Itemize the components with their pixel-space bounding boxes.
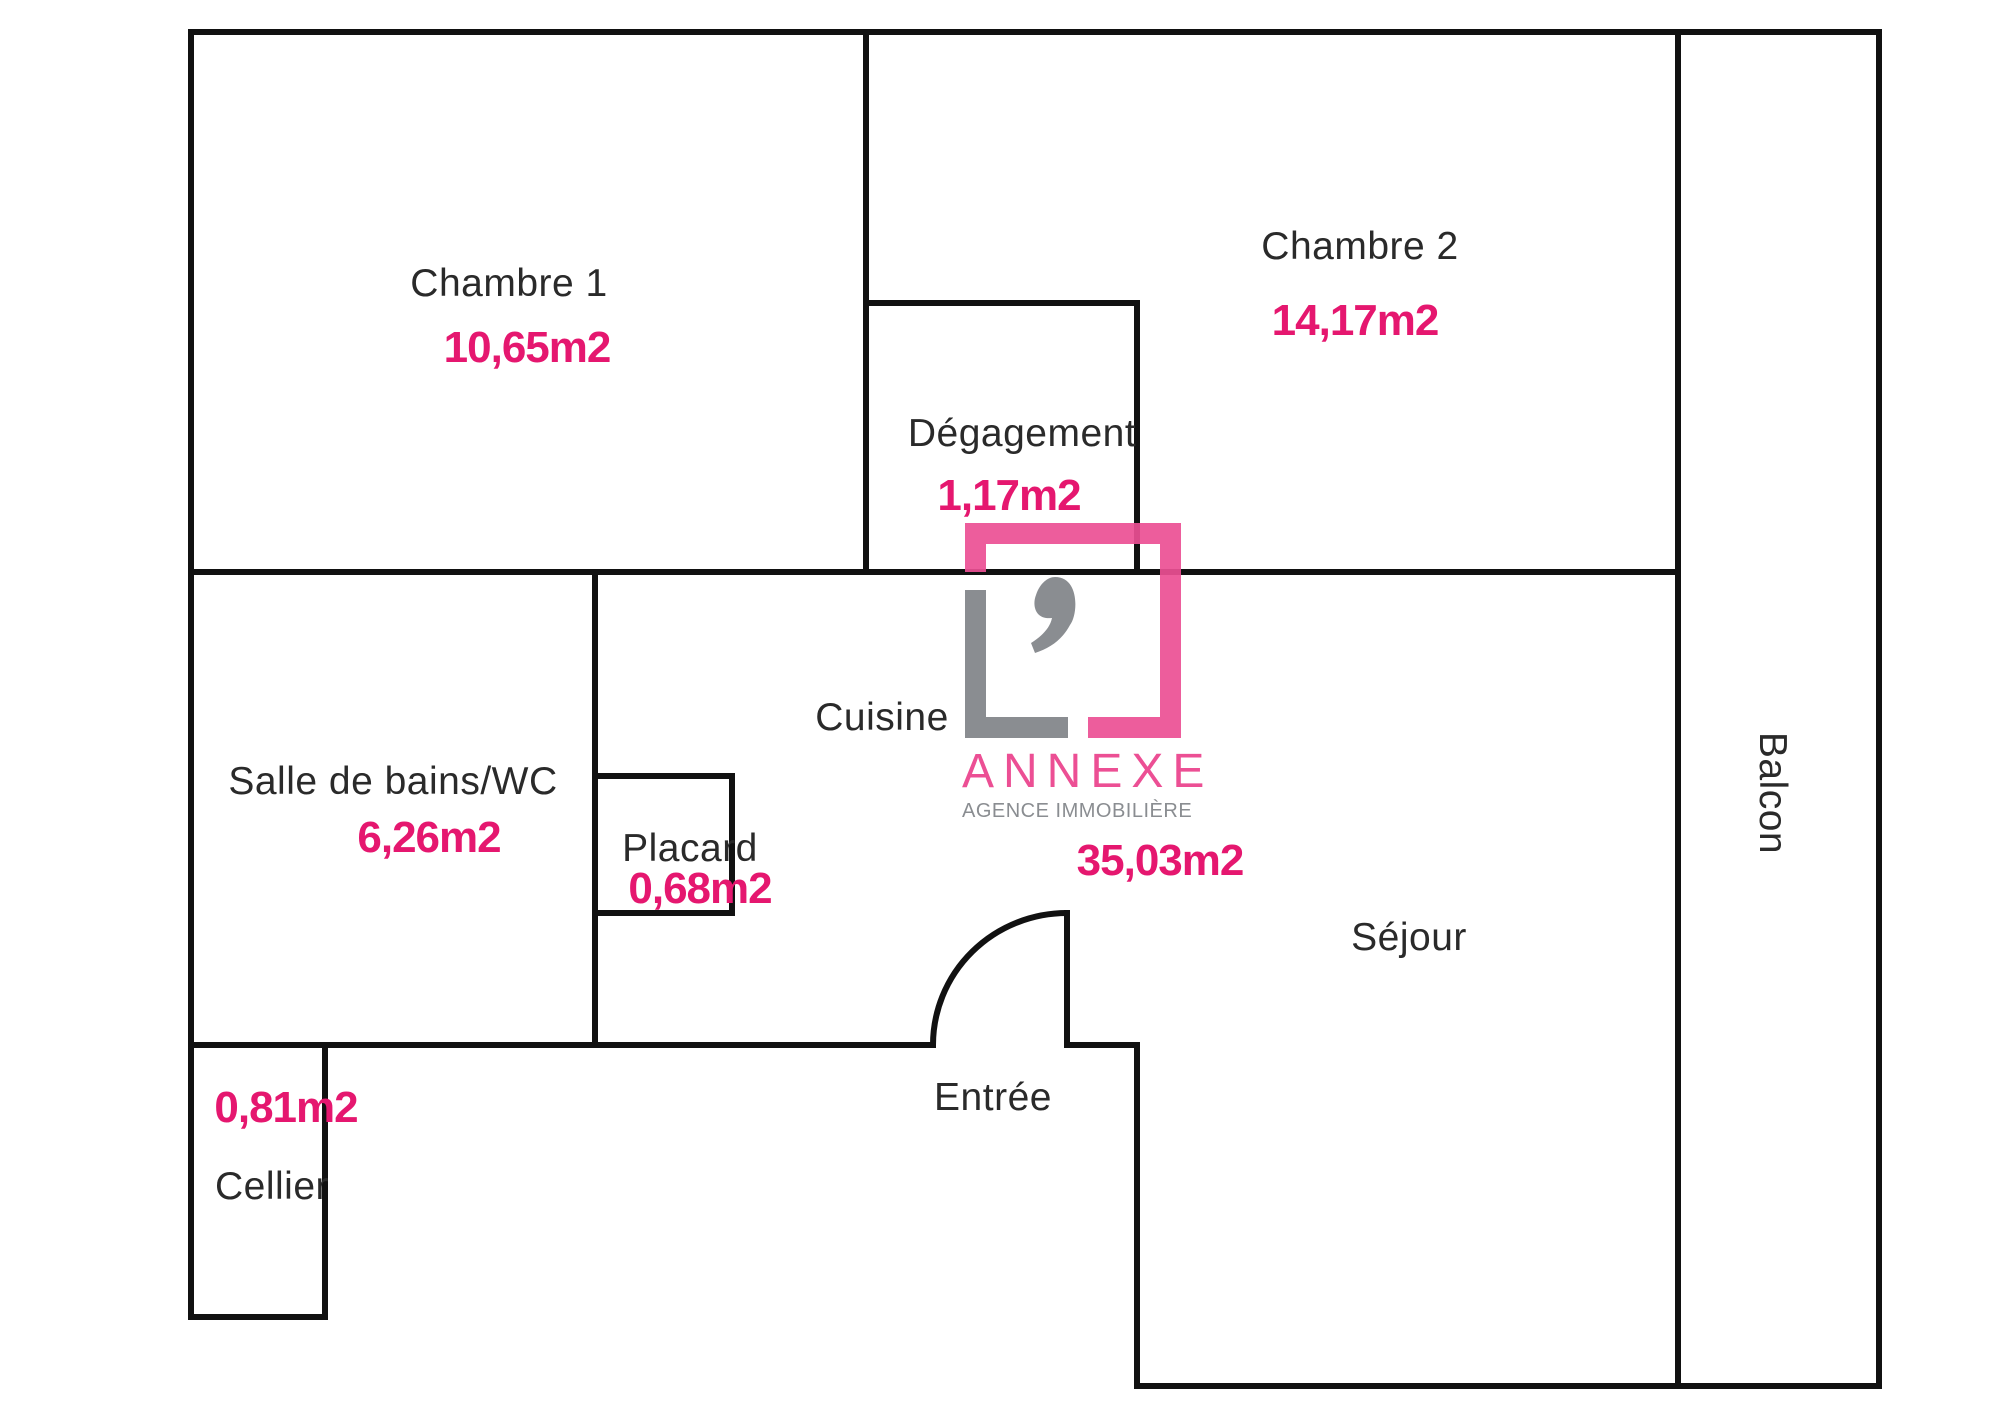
- agency-logo: [965, 523, 1181, 738]
- logo-pink-frame: [965, 523, 1181, 738]
- room-label-chambre-1: Chambre 1: [410, 262, 608, 305]
- outer-wall: [188, 29, 1882, 1389]
- room-label-degagement: Dégagement: [907, 412, 1137, 455]
- logo-tagline: AGENCE IMMOBILIÈRE: [962, 800, 1193, 822]
- degagement-wall: [863, 300, 1140, 575]
- room-label-chambre-2: Chambre 2: [1261, 225, 1459, 268]
- room-area-sejour: 35,03m2: [1076, 836, 1245, 885]
- door-arc: [929, 909, 1071, 1049]
- room-area-salle-de-bains: 6,26m2: [357, 813, 501, 862]
- cellier-wall: [188, 1042, 328, 1320]
- room-area-chambre-2: 14,17m2: [1271, 296, 1440, 345]
- room-label-balcon: Balcon: [1751, 731, 1794, 855]
- logo-name: ANNEXE: [962, 745, 1214, 798]
- room-label-placard: Placard: [622, 827, 758, 870]
- room-label-cellier: Cellier: [214, 1165, 330, 1208]
- room-area-placard: 0,68m2: [628, 864, 772, 913]
- room-label-salle-de-bains: Salle de bains/WC: [228, 760, 558, 803]
- logo-gray-l: [965, 590, 1068, 738]
- logo-comma: [1031, 577, 1076, 653]
- room-area-degagement: 1,17m2: [937, 471, 1081, 520]
- room-area-chambre-1: 10,65m2: [443, 323, 612, 372]
- room-label-sejour: Séjour: [1351, 916, 1467, 959]
- room-label-cuisine: Cuisine: [815, 696, 949, 739]
- room-area-cellier: 0,81m2: [214, 1083, 358, 1132]
- room-label-entree: Entrée: [934, 1076, 1052, 1119]
- placard-wall: [592, 773, 735, 916]
